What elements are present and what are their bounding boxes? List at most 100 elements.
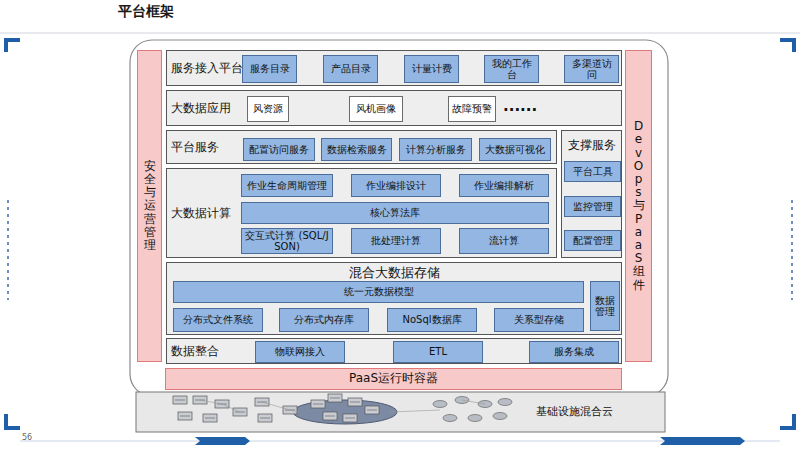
corner-bracket [6,40,20,52]
component-box: 平台工具 [564,161,621,182]
application-box: 风资源 [247,96,289,122]
layer-title: 大数据计算 [171,169,231,257]
component-box: 交互式计算 (SQL/JSON) [241,228,333,254]
cloud-core [293,400,397,424]
box-label: 多渠道访问 [565,58,618,81]
network-icon [178,412,192,420]
network-link [262,402,290,410]
component-box: 服务目录 [242,55,297,83]
layer-panel: 支撑服务平台工具监控管理配置管理 [561,130,622,258]
band: PaaS运行时容器 [165,368,622,390]
component-box: 服务集成 [529,341,619,363]
layer-title: 混合大数据存储 [167,264,621,282]
box-label: 大数据可视化 [483,144,547,156]
box-label: 计算分析服务 [404,144,468,156]
box-label: 服务集成 [552,346,596,358]
page-number: 56 [22,433,32,442]
component-box: 统一元数据模型 [173,281,584,303]
network-icon [311,400,325,408]
corner-bracket [6,414,20,428]
component-box: 数据管理 [590,281,620,331]
box-label: 监控管理 [571,201,615,213]
network-icon [468,415,482,422]
box-label: 作业编排设计 [364,180,428,192]
box-label: 数据管理 [591,295,619,318]
box-label: 我的工作台 [485,58,538,81]
outer-frame [130,40,668,396]
component-box: ETL [393,341,483,363]
footer-arrow [660,437,745,445]
component-box: 我的工作台 [484,55,539,83]
infrastructure-panel [136,392,665,432]
server-icons [173,394,512,422]
box-label: 核心算法库 [368,207,422,219]
corner-bracket [780,414,794,428]
box-label: 作业编排解析 [472,180,536,192]
component-box: 物联网接入 [255,341,345,363]
header-rule [0,33,800,34]
component-box: 计量计费 [404,55,459,83]
network-icon [258,414,272,422]
infrastructure-box: 基础设施混合云 [136,392,665,432]
application-box: 故障预警 [448,96,496,122]
layer-title: 大数据应用 [171,91,231,125]
network-icon [498,399,512,406]
box-label: 数据检索服务 [325,144,389,156]
layer-title: DevOps 与 PaaS组件 [633,120,645,291]
box-label: 关系型存储 [512,314,566,326]
component-box: 作业编排设计 [351,174,441,197]
dash-mark [791,200,793,300]
layer-title: 平台服务 [171,131,219,163]
network-icon [203,414,217,422]
network-icon [443,415,457,422]
component-box: 作业编排解析 [459,174,549,197]
network-icon [173,396,187,404]
slide-title: 平台框架 [118,3,174,21]
component-box: 核心算法库 [241,202,549,224]
box-label: 风资源 [251,103,285,115]
box-label: 风机画像 [354,103,398,115]
box-label: 分布式文件系统 [181,314,255,326]
box-label: 统一元数据模型 [342,286,416,298]
layer-panel: 平台服务配置访问服务数据检索服务计算分析服务大数据可视化 [166,130,557,164]
component-box: 监控管理 [564,196,621,217]
component-box: 流计算 [459,228,549,254]
box-label: 分布式内存库 [292,314,356,326]
dash-mark [7,200,9,300]
ellipsis-mark: ...... [503,97,537,115]
component-box: 计算分析服务 [399,138,472,161]
box-label: NoSql数据库 [400,314,463,326]
footer-arrow [195,437,250,445]
box-label: 物联网接入 [273,346,327,358]
application-box: 风机画像 [349,96,403,122]
network-icon [365,406,379,414]
network-link [290,410,300,412]
network-icon [433,401,447,408]
component-box: 批处理计算 [351,228,441,254]
layer-title: 基础设施混合云 [536,392,613,432]
layer-panel: 混合大数据存储统一元数据模型数据管理分布式文件系统 分布式内存库 NoSql数据库 关… [166,262,622,335]
box-label: PaaS运行时容器 [347,372,440,386]
component-box: 产品目录 [323,55,378,83]
band: 安全与运营管理 [137,50,162,362]
component-box: 多渠道访问 [564,55,619,83]
network-link [462,400,485,404]
layer-panel: 数据整合物联网接入ETL服务集成 [166,338,622,364]
layer-title: 安全与运营管理 [144,160,156,252]
component-box: 数据检索服务 [321,138,392,161]
component-box: 关系型存储 [494,308,584,332]
box-label: 故障预警 [450,103,494,115]
component-box: NoSql数据库 [387,308,477,332]
box-label: 交互式计算 (SQL/JSON) [242,230,332,253]
component-box: 分布式文件系统 [173,308,263,332]
network-icon [343,414,357,422]
network-icon [328,394,342,402]
box-label: ETL [427,346,449,358]
network-link [200,400,222,404]
component-box: 大数据可视化 [479,138,551,161]
network-link [390,410,440,412]
layer-title: 服务接入平台 [171,51,243,85]
corner-bracket [780,40,794,52]
band: DevOps 与 PaaS组件 [625,50,652,362]
layer-panel: 大数据计算作业生命周期管理作业编排设计作业编排解析核心算法库交互式计算 (SQL… [166,168,557,258]
